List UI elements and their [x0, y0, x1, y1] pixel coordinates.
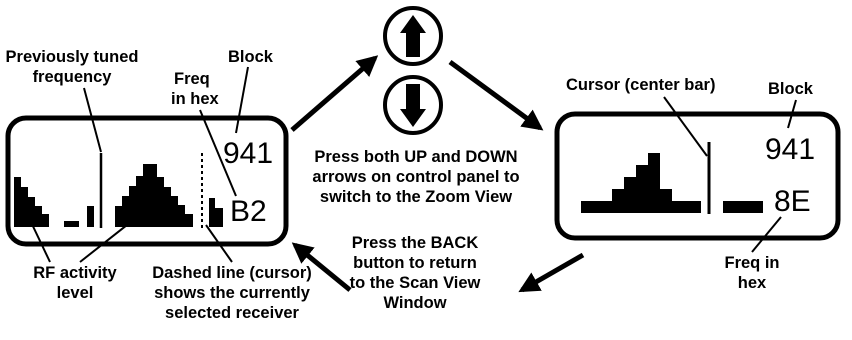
rf-bar: [64, 221, 79, 227]
zoom-rf-bar: [648, 153, 660, 165]
arrow-buttons-to-zoom: [448, 59, 544, 131]
rf-bar: [28, 197, 35, 227]
to-zoom-instruction-line2: arrows on control panel to: [312, 168, 519, 186]
rf-activity-leader-right: [79, 209, 147, 263]
rf-bar: [87, 206, 94, 227]
scan-block-number: 941: [223, 137, 273, 170]
rf-bar: [164, 187, 171, 227]
zoom-rf-bar: [723, 201, 763, 213]
zoom-freq-hex: 8E: [774, 185, 811, 218]
up-arrow-button[interactable]: [383, 6, 443, 66]
scan-cursor-label-line1: Dashed line (cursor): [152, 264, 312, 282]
to-scan-instruction-line4: Window: [383, 294, 446, 312]
rf-bar: [136, 176, 143, 227]
zoom-rf-bar: [581, 201, 701, 213]
zoom-freq-label-line1: Freq in: [724, 254, 779, 272]
to-scan-instruction-line3: to the Scan View: [350, 274, 481, 292]
scan-leader-lines: [29, 66, 249, 263]
scan-cursor-leader: [205, 224, 233, 263]
zoom-leader-lines: [663, 96, 797, 253]
rf-bar: [178, 205, 185, 227]
down-arrow-icon: [400, 84, 426, 127]
scan-cursor-label-line2: shows the currently: [154, 284, 311, 302]
rf-bar: [21, 187, 28, 227]
rf-bar: [42, 214, 49, 227]
scan-block-leader: [235, 66, 249, 134]
scan-freq-hex: B2: [230, 195, 267, 228]
scan-cursor-label-line3: selected receiver: [165, 304, 300, 322]
flow-arrows: [290, 55, 585, 293]
rf-bar: [215, 208, 223, 227]
zoom-cursor-leader: [663, 96, 708, 157]
zoom-view-panel: 941 8E: [554, 111, 841, 241]
zoom-freq-label-line2: hex: [738, 274, 767, 292]
rf-bar: [171, 196, 178, 227]
rf-activity-label-line2: level: [57, 284, 94, 302]
zoom-rf-bar: [612, 189, 672, 201]
rf-bar: [122, 196, 129, 227]
zoom-rf-bars: [581, 153, 763, 213]
to-scan-instruction-line1: Press the BACK: [352, 234, 479, 252]
rf-bar: [157, 177, 164, 227]
rf-activity-label-line1: RF activity: [33, 264, 117, 282]
zoom-block-label: Block: [768, 80, 814, 98]
previously-tuned-label-line2: frequency: [33, 68, 113, 86]
scan-block-label: Block: [228, 48, 274, 66]
previously-tuned-label-line1: Previously tuned: [6, 48, 139, 66]
zoom-rf-bar: [636, 165, 660, 177]
rf-bar: [185, 214, 193, 227]
rf-activity-leader-left: [29, 219, 51, 263]
zoom-block-leader: [787, 99, 797, 129]
scan-view-panel: 941 B2: [5, 115, 289, 247]
zoom-cursor-label: Cursor (center bar): [566, 76, 715, 94]
scan-freq-leader: [199, 109, 237, 197]
zoom-rf-bar: [624, 177, 660, 189]
rf-activity-bars: [14, 164, 223, 227]
rf-bar: [115, 206, 122, 227]
to-scan-instruction-line2: button to return: [353, 254, 477, 272]
zoom-freq-leader: [751, 216, 782, 253]
arrow-back-to-scan: [291, 242, 352, 292]
up-arrow-icon: [400, 15, 426, 57]
rf-bar: [35, 206, 42, 227]
previously-tuned-leader: [83, 87, 102, 153]
zoom-block-number: 941: [765, 133, 815, 166]
rf-bar: [143, 164, 150, 227]
to-zoom-instruction-line3: switch to the Zoom View: [320, 188, 512, 206]
arrow-scan-to-buttons: [290, 55, 379, 132]
rf-bar: [150, 164, 157, 227]
scan-freq-label-line2: in hex: [171, 90, 220, 108]
to-zoom-instruction-line1: Press both UP and DOWN: [314, 148, 517, 166]
arrow-zoom-to-back: [518, 252, 585, 293]
rf-bar: [129, 186, 136, 227]
rf-bar: [209, 198, 215, 227]
down-arrow-button[interactable]: [383, 75, 443, 135]
scan-freq-label-line1: Freq: [174, 70, 210, 88]
rf-bar: [14, 177, 21, 227]
